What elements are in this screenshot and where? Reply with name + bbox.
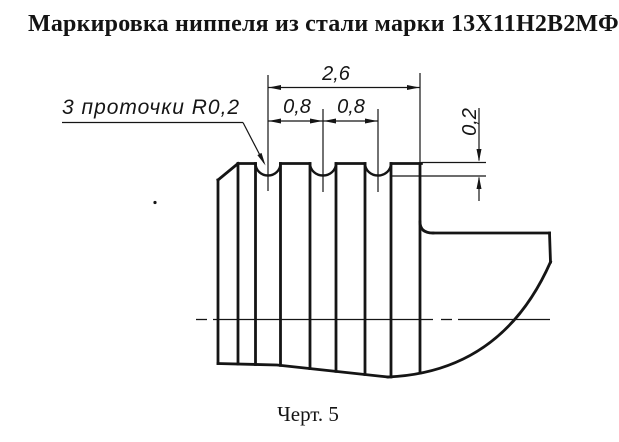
- nipple-body-outline: [216, 161, 553, 379]
- dim-depth-label: 0,2: [459, 108, 481, 136]
- dimension-lines: [62, 73, 486, 201]
- arrowheads: [257, 85, 482, 189]
- dim-pitch-left-label: 0,8: [283, 96, 311, 118]
- shoulder-right-edge: [548, 231, 552, 264]
- arrowhead-up: [476, 176, 482, 189]
- arrowhead-left: [268, 118, 281, 124]
- bottom-edge-line: [216, 362, 390, 379]
- dim-pitch-right-label: 0,8: [337, 96, 365, 118]
- print-artifact-dot: [153, 200, 157, 205]
- arrowhead-down: [476, 149, 482, 162]
- dim-total-label: 2,6: [321, 63, 351, 85]
- arrowhead-left: [268, 85, 281, 90]
- arrowhead-left: [323, 118, 336, 124]
- page-title: Маркировка ниппеля из стали марки 13Х11Н…: [28, 11, 619, 37]
- fillet-arc: [418, 220, 435, 235]
- break-line-curve: [386, 260, 553, 379]
- figure-caption: Черт. 5: [277, 402, 339, 426]
- drawing-labels: 3 проточки R0,2 2,6 0,8 0,8 0,2: [62, 63, 481, 136]
- arrowhead-right: [310, 118, 323, 124]
- arrowhead-right: [365, 118, 378, 124]
- arrowhead-right: [407, 85, 420, 90]
- chamfer-line: [216, 161, 240, 182]
- leader-arrowhead: [257, 152, 266, 166]
- grooves-note-label: 3 проточки R0,2: [62, 96, 240, 119]
